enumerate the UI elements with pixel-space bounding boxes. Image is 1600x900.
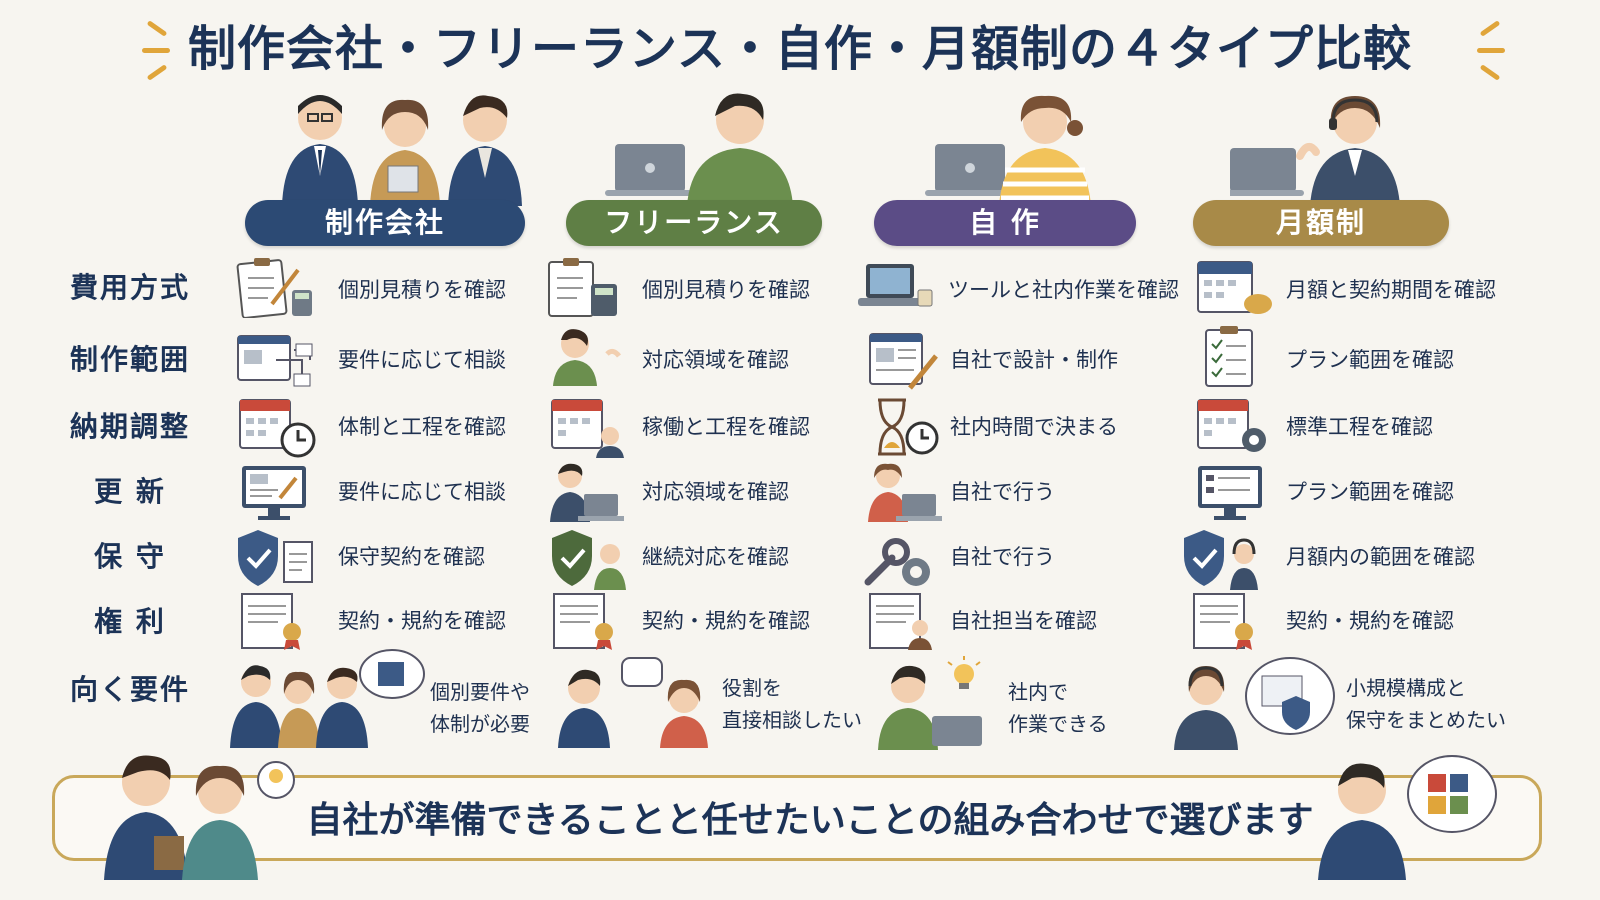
person-thinking-icon [553,329,621,386]
person-idea-laptop-illustration [878,656,982,750]
column-header-self: 自 作 [874,200,1136,246]
laptop-coffee-icon [858,264,933,307]
row-label-maintenance: 保 守 [94,540,166,573]
cell-schedule-company: 体制と工程を確認 [338,415,506,439]
column-header-freelance: フリーランス [566,200,822,246]
cell-cost-company: 個別見積りを確認 [338,278,506,302]
calendar-gear-icon [1197,399,1266,452]
cell-update-self: 自社で行う [950,480,1055,504]
shield-person-icon [552,530,626,590]
column-header-monthly: 月額制 [1193,200,1449,246]
cell-update-company: 要件に応じて相談 [338,480,506,504]
monitor-edit-icon [242,466,306,520]
calendar-purse-icon [1197,261,1272,314]
cell-maintenance-freelance: 継続対応を確認 [642,545,789,569]
clipboard-calculator-icon [548,258,617,317]
cell-rights-monthly: 契約・規約を確認 [1286,609,1454,633]
cell-cost-freelance: 個別見積りを確認 [642,278,810,302]
person-laptop-icon [550,463,624,522]
row-label-update: 更 新 [94,475,166,508]
summary-banner [52,775,1542,861]
checklist-icon [1205,326,1253,387]
certificate-icon [241,593,301,650]
cell-suited-monthly-line1: 小規模構成と [1346,676,1466,700]
row-label-scope: 制作範囲 [69,343,190,376]
sparkle-left-icon [140,20,186,82]
person-puzzle-illustration [1318,755,1497,880]
clipboard-calculator-icon [236,258,312,318]
cell-rights-company: 契約・規約を確認 [338,609,506,633]
company-team-illustration [282,95,522,206]
shield-headset-icon [1184,530,1258,590]
summary-banner-text: 自社が準備できることと任せたいことの組み合わせで選びます [306,800,1314,841]
calendar-clock-icon [239,399,316,458]
cell-suited-self-line1: 社内で [1008,680,1068,704]
cell-scope-self: 自社で設計・制作 [950,348,1118,372]
sparkle-right-icon [1465,20,1511,82]
cell-scope-company: 要件に応じて相談 [338,348,506,372]
calendar-person-icon [551,399,624,458]
cell-suited-monthly: 小規模構成と 保守をまとめたい [1346,672,1506,736]
subscription-support-illustration [1230,96,1400,206]
cell-schedule-self: 社内時間で決まる [950,415,1118,439]
document-pencil-icon [869,333,938,390]
cell-update-monthly: プラン範囲を確認 [1286,480,1454,504]
two-people-idea-illustration [104,755,295,880]
shield-document-icon [238,530,313,586]
freelancer-illustration [605,93,793,206]
person-laptop-icon [868,463,942,522]
row-label-suited: 向く要件 [69,673,190,706]
cell-cost-self: ツールと社内作業を確認 [948,278,1179,302]
cell-maintenance-company: 保守契約を確認 [338,545,485,569]
cell-maintenance-monthly: 月額内の範囲を確認 [1286,545,1475,569]
cell-suited-freelance-line1: 役割を [722,676,782,700]
cell-rights-self: 自社担当を確認 [950,609,1097,633]
cell-scope-freelance: 対応領域を確認 [642,348,789,372]
monitor-list-icon [1198,466,1262,520]
cell-schedule-monthly: 標準工程を確認 [1286,415,1433,439]
cell-suited-freelance-line2: 直接相談したい [722,708,862,732]
company-team-small-illustration [230,649,425,748]
certificate-icon [553,593,613,650]
flowchart-icon [237,335,313,387]
cell-suited-company-line2: 体制が必要 [430,712,530,736]
column-header-company: 制作会社 [245,200,525,246]
hourglass-clock-icon [878,398,939,456]
self-made-illustration [925,95,1091,206]
certificate-icon [1193,593,1253,650]
cell-cost-monthly: 月額と契約期間を確認 [1286,278,1496,302]
cell-maintenance-self: 自社で行う [950,545,1055,569]
wrench-gear-icon [864,538,930,586]
row-label-rights: 権 利 [94,605,166,638]
document-person-icon [869,593,932,650]
row-label-schedule: 納期調整 [69,410,190,443]
cell-rights-freelance: 契約・規約を確認 [642,609,810,633]
cell-update-freelance: 対応領域を確認 [642,480,789,504]
support-staff-shield-illustration [1174,657,1335,750]
row-label-cost: 費用方式 [69,271,190,304]
cell-suited-self-line2: 作業できる [1008,712,1108,736]
cell-suited-monthly-line2: 保守をまとめたい [1346,708,1506,732]
cell-suited-company-line1: 個別要件や [430,680,530,704]
cell-suited-freelance: 役割を 直接相談したい [722,672,862,736]
cell-suited-company: 個別要件や 体制が必要 [430,676,530,740]
page-title: 制作会社・フリーランス・自作・月額制の４タイプ比較 [187,21,1413,77]
cell-scope-monthly: プラン範囲を確認 [1286,348,1454,372]
two-people-talking-illustration [558,657,708,748]
cell-suited-self: 社内で 作業できる [1008,676,1108,740]
cell-schedule-freelance: 稼働と工程を確認 [642,415,810,439]
